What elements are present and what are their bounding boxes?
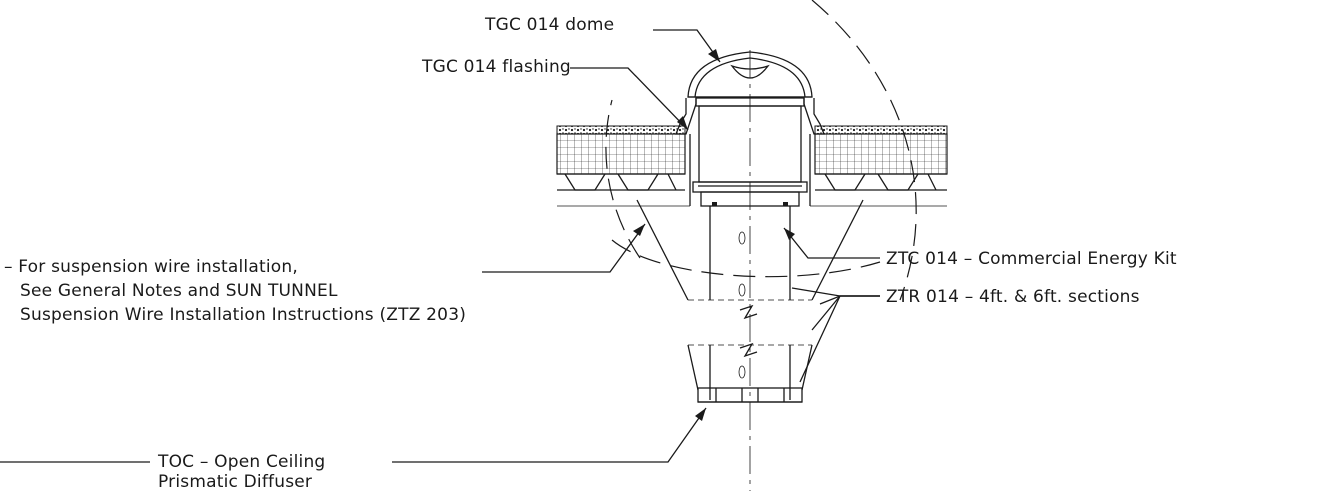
label-suspension-line-2: See General Notes and SUN TUNNEL [20, 281, 338, 301]
dashed-arc-bottom [611, 239, 881, 278]
label-flashing: TGC 014 flashing [421, 57, 571, 77]
label-diffuser-line-1: TOC – Open Ceiling [157, 452, 325, 472]
dome [687, 51, 813, 98]
leader-lines [0, 29, 880, 463]
dashed-arc-left [605, 99, 641, 259]
label-diffuser-line-2: Prismatic Diffuser [158, 472, 312, 491]
label-dome: TGC 014 dome [484, 15, 614, 35]
label-tube-sections: ZTR 014 – 4ft. & 6ft. sections [886, 287, 1140, 307]
diffuser [697, 387, 803, 403]
tube-body [688, 206, 812, 400]
tube-upper [692, 105, 808, 207]
roof-insulation-left [556, 125, 686, 191]
label-suspension-line-3: Suspension Wire Installation Instruction… [20, 305, 466, 325]
label-suspension-line-1: – For suspension wire installation, [4, 257, 298, 277]
label-energy-kit: ZTC 014 – Commercial Energy Kit [886, 249, 1177, 269]
roof-insulation-right [814, 125, 948, 191]
